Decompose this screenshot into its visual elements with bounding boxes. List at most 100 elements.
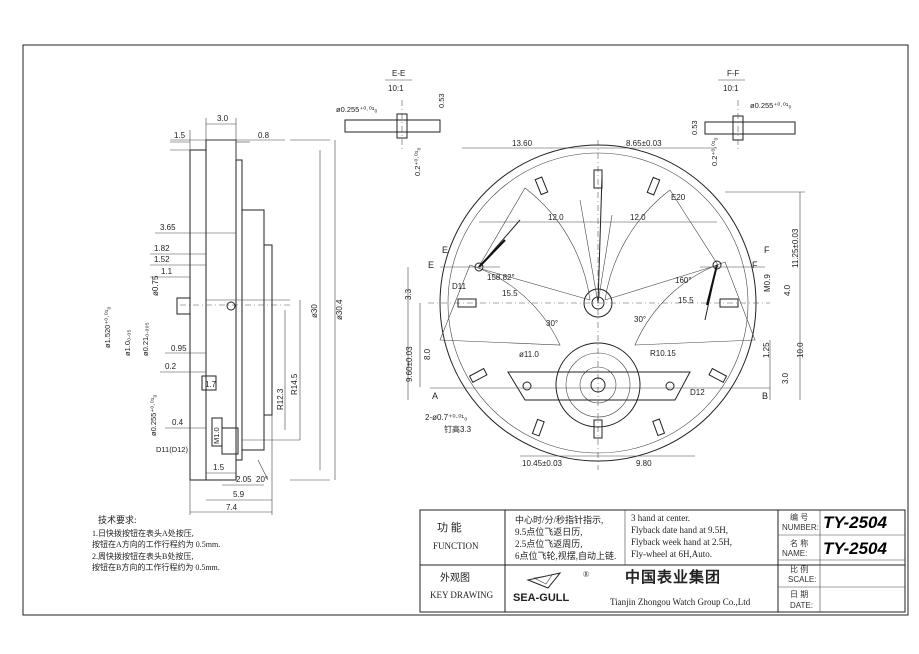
function-cn-0: 中心时/分/秒指针指示,: [515, 515, 604, 525]
front-dim-5: 158.82°: [487, 273, 515, 282]
front-dim-3: 12.0: [630, 213, 646, 222]
side-dim-left-2: 1.52: [154, 255, 170, 264]
scale-label-en: SCALE:: [788, 575, 817, 584]
title-block: [419, 509, 906, 613]
front-dim-20: M0.9: [763, 274, 772, 292]
number-label-en: NUMBER:: [782, 523, 819, 532]
front-label-4: A: [432, 391, 438, 401]
front-dim-17: 10.0: [796, 342, 805, 358]
section-e-label: E-E: [392, 69, 405, 78]
notes-line-3: 按钮在B方向的工作行程约为 0.5mm.: [92, 563, 220, 572]
front-dim-13: 30°: [634, 315, 646, 324]
side-dim-bottom-1: 2.05: [236, 475, 252, 484]
side-label-0: 1.7: [205, 380, 217, 389]
front-dim-7: 15.5: [502, 289, 518, 298]
side-dim-left-3: 1.1: [161, 267, 173, 276]
key-drawing-en: KEY DRAWING: [430, 590, 494, 600]
front-label-2: F: [764, 245, 770, 255]
section-f-dim-hole: ø0.255⁺⁰·⁰¹₀: [750, 101, 791, 110]
front-label-0: E: [428, 260, 434, 270]
side-dim-top-1: 1.5: [174, 131, 186, 140]
side-dim-right-2: R14.5: [290, 373, 299, 395]
front-label-3: F: [752, 260, 758, 270]
front-dim-12: 30°: [546, 319, 558, 328]
front-dim-2: 12.0: [548, 213, 564, 222]
section-f-dim-thickness: 0.53: [690, 120, 699, 135]
company-name-cn: 中国表业集团: [625, 568, 722, 586]
name-value: TY-2504: [823, 539, 887, 558]
key-drawing-cn: 外观图: [440, 573, 470, 584]
front-dim-21: 10.45±0.03: [522, 459, 563, 468]
sheet-frame: [22, 44, 909, 616]
section-f-dim-depth: 0.2⁺⁰·⁰¹₀: [710, 137, 719, 166]
function-cn-3: 6点位飞轮,视摆,自动上链.: [515, 551, 617, 561]
brand-name: SEA-GULL: [513, 592, 570, 604]
section-f-label: F-F: [727, 69, 740, 78]
front-label-1: E: [442, 245, 448, 255]
front-view: 13.60 8.65±0.03 12.0 12.0 11.25±0.03 158…: [404, 139, 805, 470]
function-en-2: Flyback week hand at 2.5H,: [631, 537, 732, 547]
front-dim-22: 9.80: [636, 459, 652, 468]
date-label-cn: 日 期: [790, 590, 809, 599]
side-dim-left-10: ø0.255⁺⁰·⁰¹₀: [149, 395, 158, 436]
section-e-dim-hole: ø0.255⁺⁰·⁰¹₀: [336, 105, 377, 114]
front-dim-19: 4.0: [783, 284, 792, 296]
side-dim-left-0: 3.65: [160, 223, 176, 232]
section-f-scale: 10:1: [723, 84, 739, 93]
name-label-cn: 名 称: [790, 539, 809, 548]
side-dim-right-1: ø30.4: [335, 299, 344, 320]
side-dim-bottom-2: 5.9: [233, 490, 245, 499]
side-dim-top-2: 0.8: [258, 131, 270, 140]
function-en-1: Flyback date hand at 9.5H,: [631, 525, 728, 535]
front-label-8: E20: [671, 193, 686, 202]
front-dim-14: ø11.0: [519, 350, 539, 359]
number-value: TY-2504: [823, 513, 887, 532]
function-en-0: 3 hand at center.: [631, 513, 690, 523]
front-label-6: D11: [452, 282, 467, 291]
date-label-en: DATE:: [790, 601, 813, 610]
scale-label-cn: 比 例: [790, 565, 809, 574]
front-dim-23: 2-ø0.7⁺⁰·⁰¹₀: [425, 413, 467, 422]
section-f-view: F-F 10:1 ø0.255⁺⁰·⁰¹₀ 0.53 0.2⁺⁰·⁰¹₀: [690, 69, 796, 166]
front-label-5: B: [762, 391, 768, 401]
name-label-en: NAME:: [782, 549, 808, 558]
side-dim-bottom-0: 1.5: [213, 463, 225, 472]
front-dim-24: 钉高3.3: [444, 424, 472, 434]
section-e-dim-depth: 0.2⁺⁰·⁰¹₀: [413, 147, 422, 176]
side-dim-bottom-4: 20°: [256, 475, 268, 484]
section-e-view: E-E 10:1 ø0.255⁺⁰·⁰¹₀ 0.53 0.2⁺⁰·⁰¹₀: [336, 69, 446, 176]
notes-line-1: 按钮在A方向的工作行程约为 0.5mm.: [92, 540, 221, 549]
section-e-scale: 10:1: [388, 84, 404, 93]
front-dim-9: 3.3: [404, 288, 413, 300]
side-dim-bottom-3: 7.4: [226, 503, 238, 512]
front-dim-15: R10.15: [650, 349, 676, 358]
side-label-1: M1.0: [212, 427, 221, 444]
notes-line-2: 2.周快拨按钮在表头B处按压,: [92, 552, 194, 561]
side-dim-right-0: ø30: [310, 304, 319, 318]
front-dim-6: 160°: [675, 276, 692, 285]
function-label-cn: 功 能: [437, 522, 462, 534]
side-dim-left-6: ø1.0₀.₀₅: [123, 330, 132, 356]
side-dim-left-8: 0.95: [171, 344, 187, 353]
function-cn-1: 9.5点位飞返日历,: [515, 527, 583, 537]
section-e-dim-thickness: 0.53: [437, 93, 446, 108]
side-dim-right-3: R12.3: [276, 388, 285, 410]
side-dim-left-1: 1.82: [154, 244, 170, 253]
seagull-logo-mark: [526, 572, 562, 589]
registered-mark: ®: [583, 570, 590, 579]
side-label-2: D11(D12): [156, 445, 188, 454]
function-cn-2: 2.5点位飞返周历,: [515, 539, 583, 549]
number-label-cn: 编 号: [790, 513, 809, 522]
side-dim-left-11: 0.4: [172, 418, 184, 427]
front-dim-0: 13.60: [512, 139, 533, 148]
function-label-en: FUNCTION: [433, 541, 479, 551]
side-dim-left-9: 0.2: [165, 362, 177, 371]
notes-title: 技术要求:: [98, 515, 137, 525]
side-dim-left-4: ø0.75: [151, 275, 160, 296]
front-label-7: D12: [690, 388, 705, 397]
front-dim-8: 15.5: [678, 296, 694, 305]
front-dim-10: 9.60±0.03: [405, 346, 414, 382]
side-dim-left-7: ø0.21₀.₀₀₅: [141, 322, 150, 356]
